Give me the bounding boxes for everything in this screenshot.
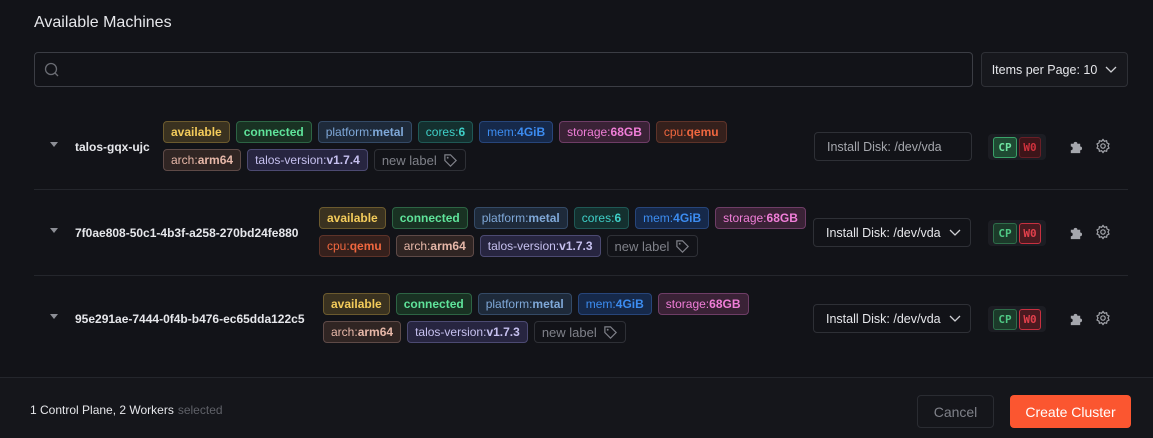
control-plane-toggle[interactable]: CP [993, 136, 1017, 158]
label-talos-version: talos-version:v1.7.3 [479, 235, 601, 257]
install-disk-select[interactable]: Install Disk: /dev/vda [813, 218, 971, 247]
machine-row: 7f0ae808-50c1-4b3f-a258-270bd24fe880 ava… [34, 190, 1128, 276]
extensions-icon[interactable] [1068, 139, 1083, 154]
label-mem: mem:4GiB [479, 121, 554, 143]
settings-gear-icon[interactable] [1095, 224, 1111, 240]
expand-caret-icon[interactable] [50, 228, 58, 233]
install-disk-value: Install Disk: /dev/vda [826, 311, 941, 326]
machine-name: 95e291ae-7444-0f4b-b476-ec65dda122c5 [75, 312, 305, 326]
label-cores: cores:6 [573, 207, 630, 229]
label-available: available [163, 121, 230, 143]
expand-caret-icon[interactable] [50, 314, 58, 319]
machine-row: 95e291ae-7444-0f4b-b476-ec65dda122c5 ava… [34, 276, 1128, 362]
label-storage: storage:68GB [715, 207, 806, 229]
label-platform: platform:metal [317, 121, 412, 143]
label-cores: cores:6 [417, 121, 474, 143]
worker-toggle[interactable]: W0 [1019, 222, 1041, 244]
tag-icon [676, 239, 690, 253]
items-per-page-select[interactable]: Items per Page: 10 [981, 52, 1128, 87]
label-mem: mem:4GiB [577, 293, 652, 315]
label-platform: platform:metal [477, 293, 572, 315]
label-talos-version: talos-version:v1.7.3 [407, 321, 528, 343]
label-mem: mem:4GiB [635, 207, 710, 229]
label-platform: platform:metal [473, 207, 568, 229]
label-arch: arch:arm64 [395, 235, 474, 257]
extensions-icon[interactable] [1068, 225, 1083, 240]
role-toggle: CP W0 [988, 306, 1046, 332]
search-icon [44, 62, 59, 77]
worker-toggle[interactable]: W0 [1019, 136, 1041, 158]
cancel-button[interactable]: Cancel [917, 395, 994, 428]
control-plane-toggle[interactable]: CP [993, 308, 1017, 330]
label-available: available [323, 293, 390, 315]
expand-caret-icon[interactable] [50, 142, 58, 147]
role-toggle: CP W0 [988, 220, 1046, 246]
extensions-icon[interactable] [1068, 311, 1083, 326]
label-arch: arch:arm64 [163, 149, 242, 171]
machine-row: talos-gqx-ujc available connected platfo… [34, 104, 1128, 190]
chevron-down-icon [949, 229, 961, 236]
label-cpu: cpu:qemu [319, 235, 390, 257]
install-disk-field: Install Disk: /dev/vda [814, 132, 972, 161]
worker-toggle[interactable]: W0 [1019, 308, 1041, 330]
role-toggle: CP W0 [988, 134, 1046, 160]
label-connected: connected [391, 207, 468, 229]
new-label-button[interactable]: new label [373, 149, 466, 171]
label-connected: connected [395, 293, 472, 315]
label-storage: storage:68GB [657, 293, 749, 315]
label-storage: storage:68GB [559, 121, 650, 143]
page-title: Available Machines [34, 14, 172, 31]
chevron-down-icon [1105, 66, 1117, 73]
new-label-button[interactable]: new label [606, 235, 699, 257]
settings-gear-icon[interactable] [1095, 310, 1111, 326]
search-field[interactable] [34, 52, 973, 87]
label-connected: connected [235, 121, 312, 143]
label-available: available [319, 207, 386, 229]
install-disk-value: Install Disk: /dev/vda [826, 225, 941, 240]
tag-icon [444, 153, 457, 167]
tag-icon [604, 325, 617, 339]
machine-name: talos-gqx-ujc [75, 140, 150, 154]
new-label-button[interactable]: new label [533, 321, 626, 343]
label-cpu: cpu:qemu [655, 121, 727, 143]
machine-name: 7f0ae808-50c1-4b3f-a258-270bd24fe880 [75, 226, 299, 240]
control-plane-toggle[interactable]: CP [993, 222, 1017, 244]
install-disk-select[interactable]: Install Disk: /dev/vda [813, 304, 971, 333]
items-per-page-label: Items per Page: 10 [991, 62, 1098, 77]
chevron-down-icon [949, 315, 961, 322]
settings-gear-icon[interactable] [1095, 138, 1111, 154]
label-arch: arch:arm64 [323, 321, 402, 343]
label-talos-version: talos-version:v1.7.4 [247, 149, 368, 171]
search-input[interactable] [69, 53, 959, 86]
create-cluster-button[interactable]: Create Cluster [1010, 395, 1131, 428]
